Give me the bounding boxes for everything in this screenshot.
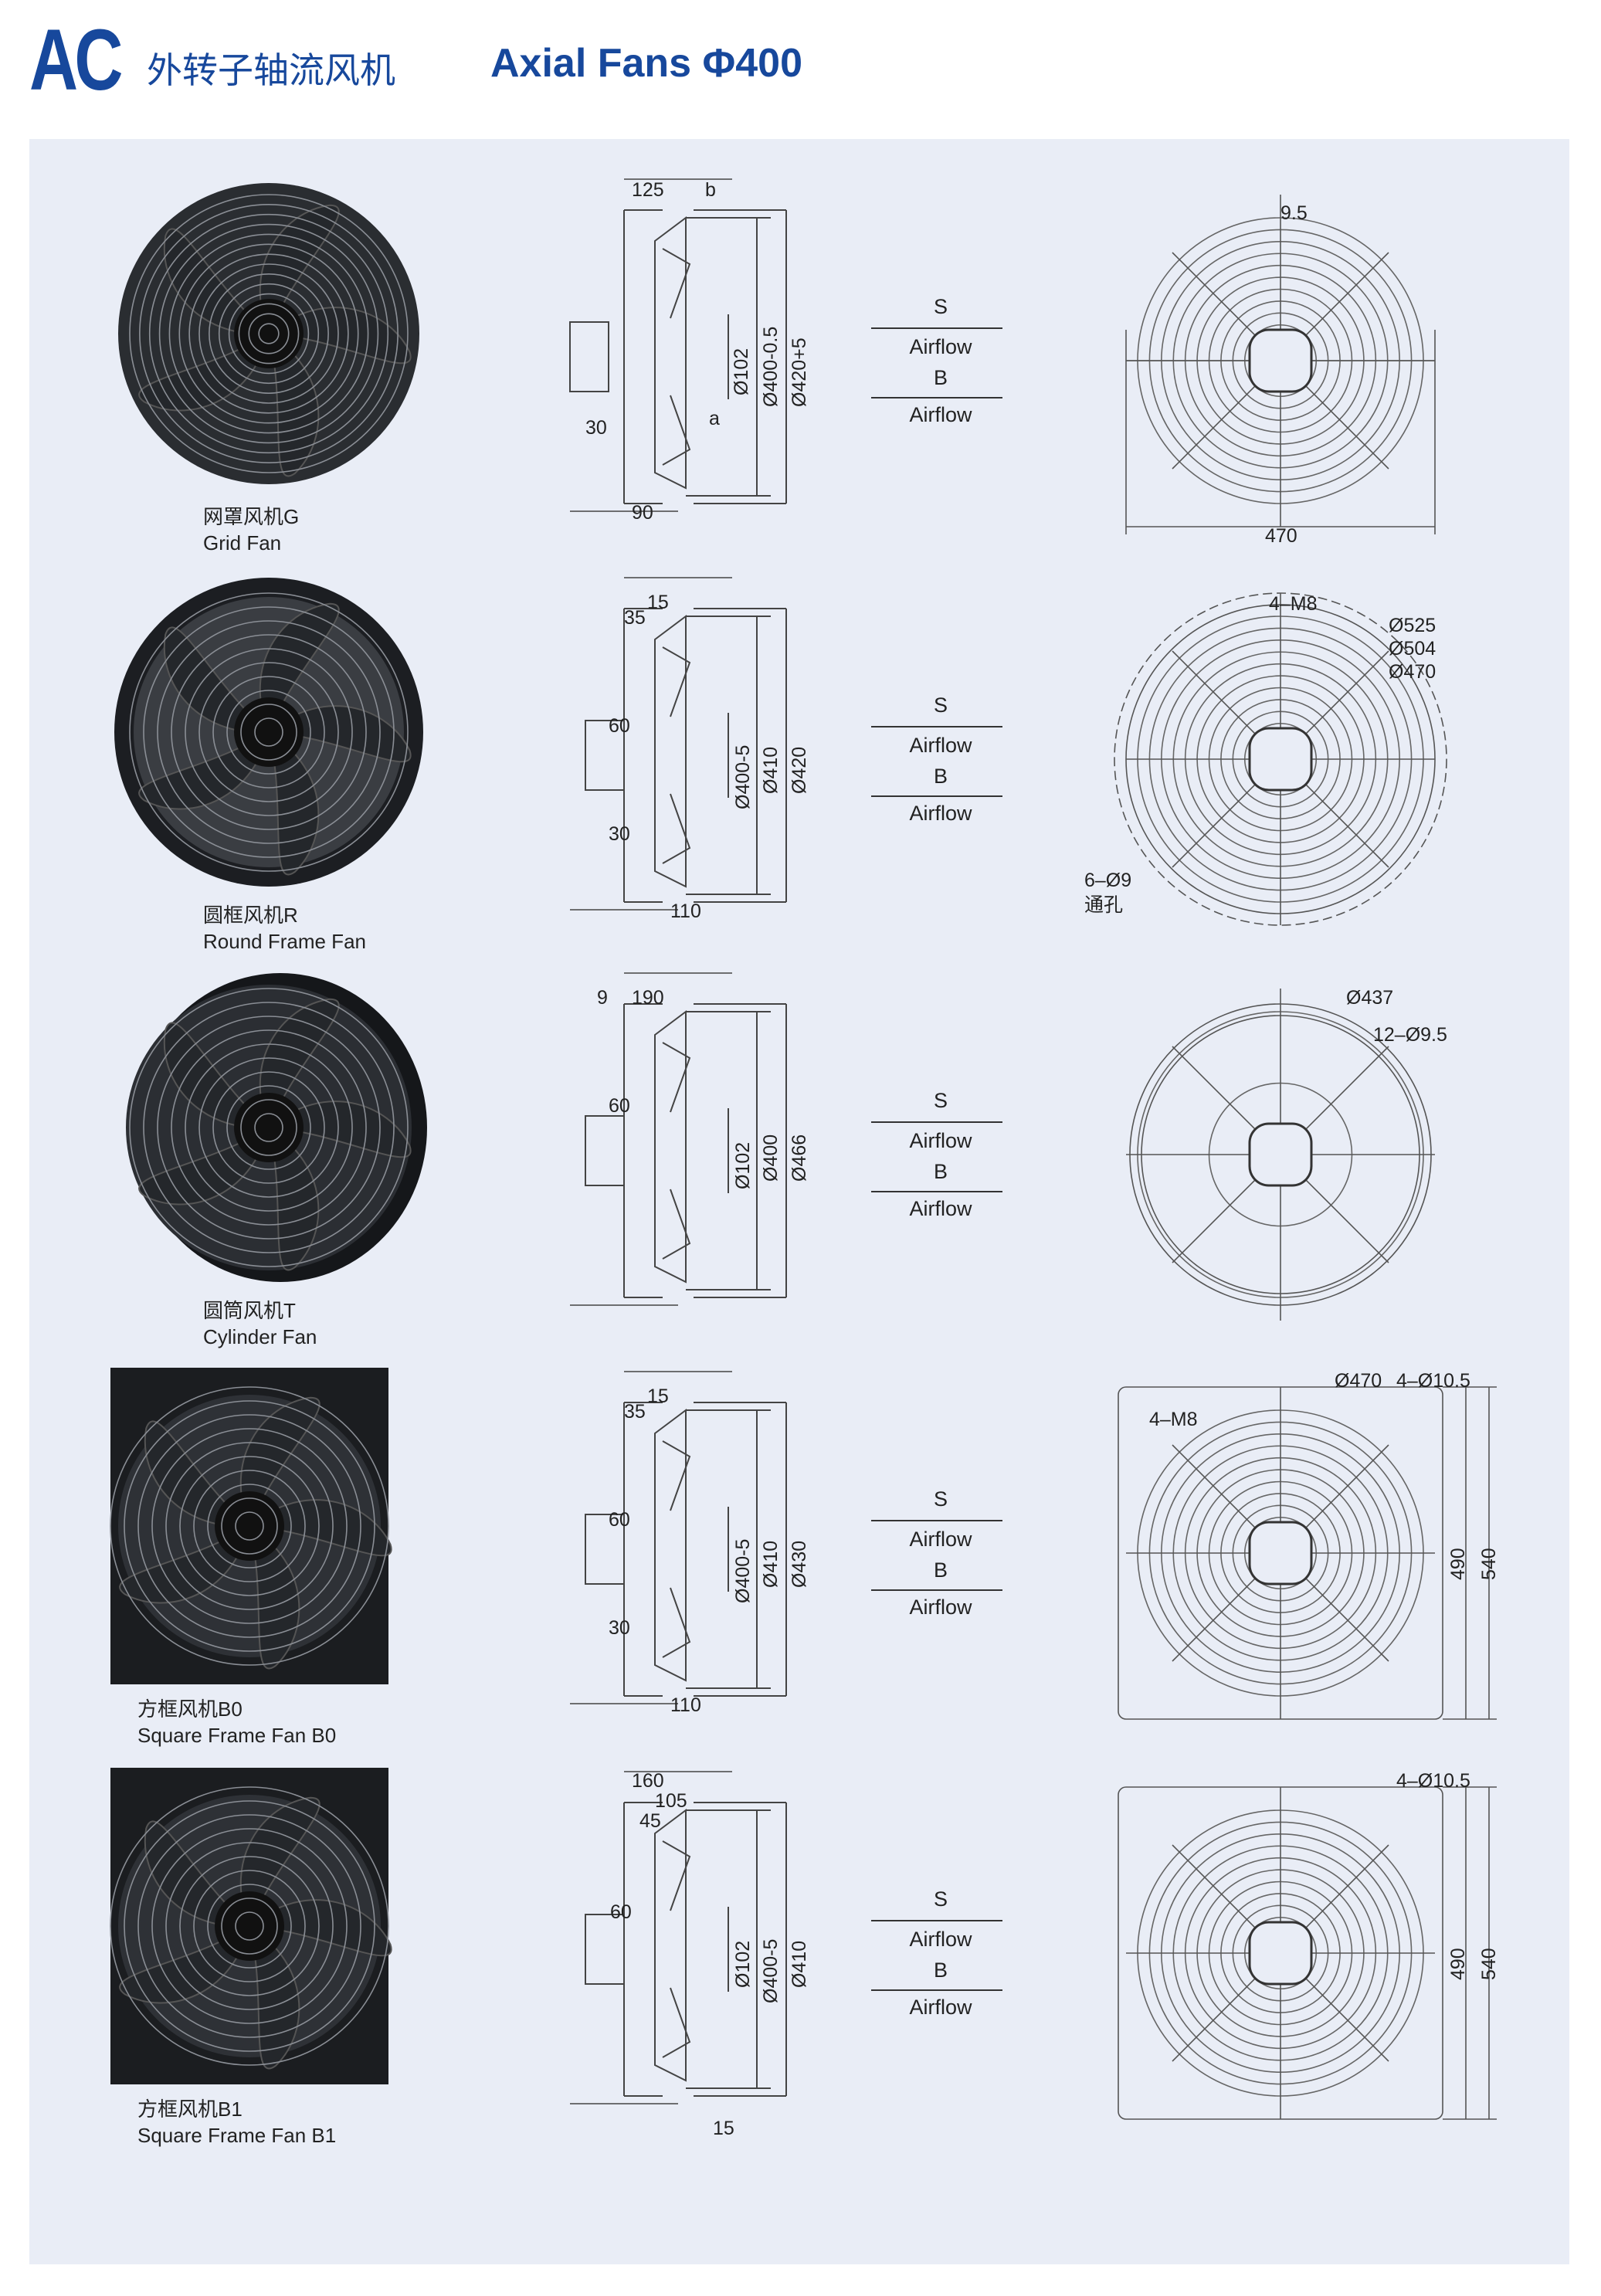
fan-image [110, 1768, 392, 2084]
airflow-legend: S Airflow B Airflow [848, 1073, 1033, 1228]
side-view-drawing: 125 b 30 90 a Ø102 Ø400-0.5 Ø420+5 [555, 164, 863, 550]
fan-image [110, 1368, 392, 1684]
fan-photo [107, 171, 431, 496]
airflow-s-arrow-icon [871, 1121, 1002, 1123]
airflow-b-arrow-icon [871, 1589, 1002, 1591]
airflow-legend: S Airflow B Airflow [848, 280, 1033, 434]
front-view-lines [1126, 989, 1435, 1321]
side-view-lines [570, 577, 787, 911]
front-view-lines [1125, 195, 1436, 534]
airflow-s-arrow-icon [871, 327, 1002, 329]
airflow-legend: S Airflow B Airflow [848, 1472, 1033, 1626]
airflow-s-arrow-icon [871, 1520, 1002, 1521]
airflow-legend: S Airflow B Airflow [848, 1872, 1033, 2026]
airflow-b-arrow-icon [871, 1191, 1002, 1192]
side-view-drawing: 15 35 60 30 110 Ø400-5 Ø410 Ø420 [555, 562, 863, 948]
fan-image [118, 183, 419, 484]
front-view-drawing: 4–M8 Ø525 Ø504 Ø470 6–Ø9 通孔 [1080, 562, 1512, 948]
fan-image [126, 973, 427, 1282]
fan-photo [107, 965, 431, 1290]
airflow-s-arrow-icon [871, 726, 1002, 727]
side-view-drawing: 160 105 45 60 15 Ø102 Ø400-5 Ø410 [555, 1756, 863, 2142]
fan-image [114, 578, 423, 887]
side-view-lines [569, 178, 787, 512]
airflow-b-arrow-icon [871, 795, 1002, 797]
fan-photo [107, 1764, 431, 2088]
side-view-lines [570, 1371, 787, 1704]
front-view-lines [1118, 1386, 1497, 1720]
front-view-drawing: Ø470 4–Ø10.5 4–M8 490 540 [1080, 1356, 1512, 1742]
airflow-b-arrow-icon [871, 1989, 1002, 1991]
title-cn: 外转子轴流风机 [147, 49, 395, 91]
front-view-lines [1118, 1786, 1497, 2120]
front-view-drawing: Ø437 12–Ø9.5 [1080, 958, 1512, 1344]
fan-photo [107, 1364, 431, 1688]
airflow-s-arrow-icon [871, 1920, 1002, 1921]
side-view-drawing: 15 35 60 30 110 Ø400-5 Ø410 Ø430 [555, 1356, 863, 1742]
front-view-drawing: 4–Ø10.5 490 540 [1080, 1756, 1512, 2142]
airflow-legend: S Airflow B Airflow [848, 678, 1033, 833]
title-en: Axial Fans Φ400 [490, 41, 802, 86]
airflow-b-arrow-icon [871, 397, 1002, 398]
side-view-lines [570, 972, 787, 1306]
side-view-drawing: 9 190 60 Ø102 Ø400 Ø466 [555, 958, 863, 1344]
front-view-lines [1114, 592, 1447, 926]
fan-photo [107, 570, 431, 894]
side-view-lines [570, 1771, 787, 2104]
front-view-drawing: 9.5 470 [1080, 164, 1512, 550]
brand-logo: AC [29, 12, 123, 108]
